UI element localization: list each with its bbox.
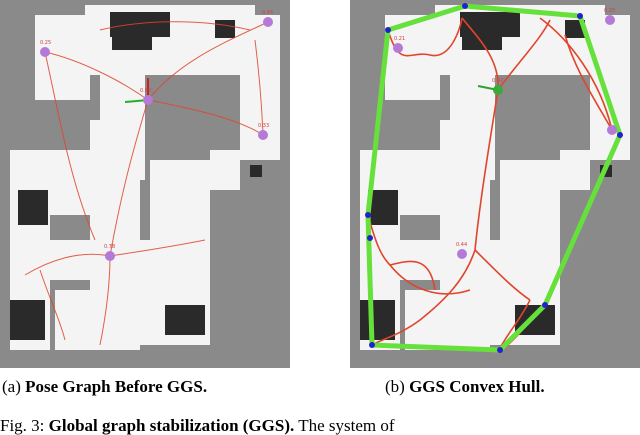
obstacles	[10, 12, 262, 340]
node-label: 0.78	[104, 244, 115, 250]
figure-caption-bold: Global graph stabilization (GGS).	[48, 416, 295, 435]
hull-vertex	[542, 302, 548, 308]
graph-node	[40, 47, 50, 57]
node-label: 0.25	[604, 8, 615, 14]
panel-b-image: 0.21 0.25 0.97 0.44	[350, 0, 640, 368]
node-label: 0.21	[394, 36, 405, 42]
obstacles	[360, 12, 612, 340]
graph-node	[607, 125, 617, 135]
node-label: 0.25	[40, 40, 51, 46]
node-label: 0.33	[258, 123, 269, 129]
pose-graph-map: 0.25 0.45 0.62 0.33 0.78	[0, 0, 290, 368]
current-pose-node	[493, 85, 503, 95]
node-label: 0.44	[456, 242, 467, 248]
node-label: 0.62	[140, 88, 151, 94]
figure-label: Fig. 3:	[0, 416, 45, 435]
node-label: 0.45	[262, 10, 273, 16]
convex-hull-map: 0.21 0.25 0.97 0.44	[350, 0, 640, 368]
trajectory	[367, 17, 613, 351]
subcaption-a-label: (a)	[2, 377, 21, 396]
hull-vertex	[365, 212, 371, 218]
node-label: 0.97	[492, 78, 503, 84]
panel-a-image: 0.25 0.45 0.62 0.33 0.78	[0, 0, 290, 368]
hull-vertex	[497, 347, 503, 353]
pose-graph-edges	[24, 21, 269, 346]
graph-node	[105, 251, 115, 261]
subcaption-b-title: GGS Convex Hull.	[409, 377, 545, 396]
figure-caption-text: The system of	[298, 416, 395, 435]
graph-node	[393, 43, 403, 53]
hull-vertex	[385, 27, 391, 33]
subcaption-b-label: (b)	[385, 377, 405, 396]
subcaption-a: (a) Pose Graph Before GGS.	[2, 377, 207, 397]
hull-vertex	[462, 3, 468, 9]
graph-node	[143, 95, 153, 105]
hull-vertex	[369, 342, 375, 348]
hull-vertex	[617, 132, 623, 138]
graph-node	[263, 17, 273, 27]
subcaption-a-title: Pose Graph Before GGS.	[25, 377, 208, 396]
graph-node	[258, 130, 268, 140]
subcaption-b: (b) GGS Convex Hull.	[385, 377, 545, 397]
graph-node	[457, 249, 467, 259]
hull-vertex	[577, 13, 583, 19]
figure-caption: Fig. 3: Global graph stabilization (GGS)…	[0, 416, 640, 435]
graph-node	[605, 15, 615, 25]
hull-vertex	[367, 235, 373, 241]
